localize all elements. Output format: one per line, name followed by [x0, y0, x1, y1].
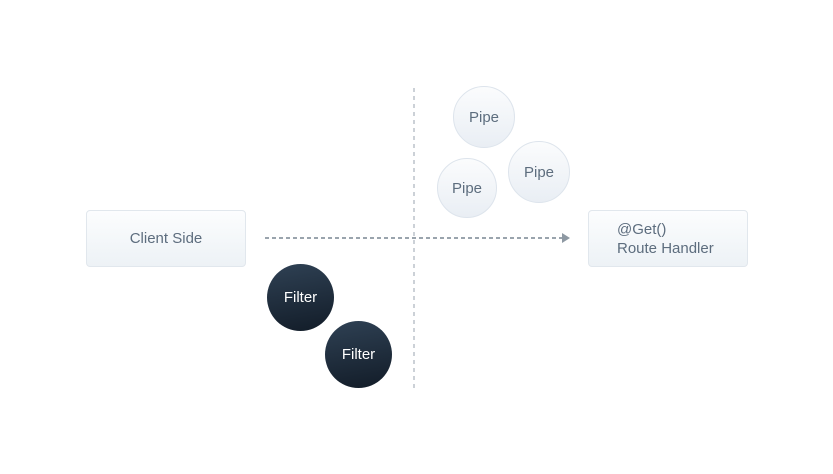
client-side-label: Client Side: [129, 230, 203, 247]
arrowhead-icon: [562, 233, 570, 243]
pipe-circle: Pipe: [453, 86, 515, 148]
pipe-label: Pipe: [468, 108, 500, 126]
pipe-label: Pipe: [523, 163, 555, 181]
filter-circle: Filter: [267, 264, 334, 331]
filter-label: Filter: [341, 346, 376, 363]
pipe-circle: Pipe: [508, 141, 570, 203]
filter-circle: Filter: [325, 321, 392, 388]
pipe-label: Pipe: [451, 179, 483, 197]
route-handler-box: @Get() Route Handler: [588, 210, 748, 267]
client-side-box: Client Side: [86, 210, 246, 267]
request-flow-dashed-line: [265, 237, 563, 239]
filter-label: Filter: [283, 289, 318, 306]
route-handler-decorator-label: @Get(): [617, 220, 667, 238]
route-handler-label: Route Handler: [617, 239, 714, 257]
pipe-circle: Pipe: [437, 158, 497, 218]
